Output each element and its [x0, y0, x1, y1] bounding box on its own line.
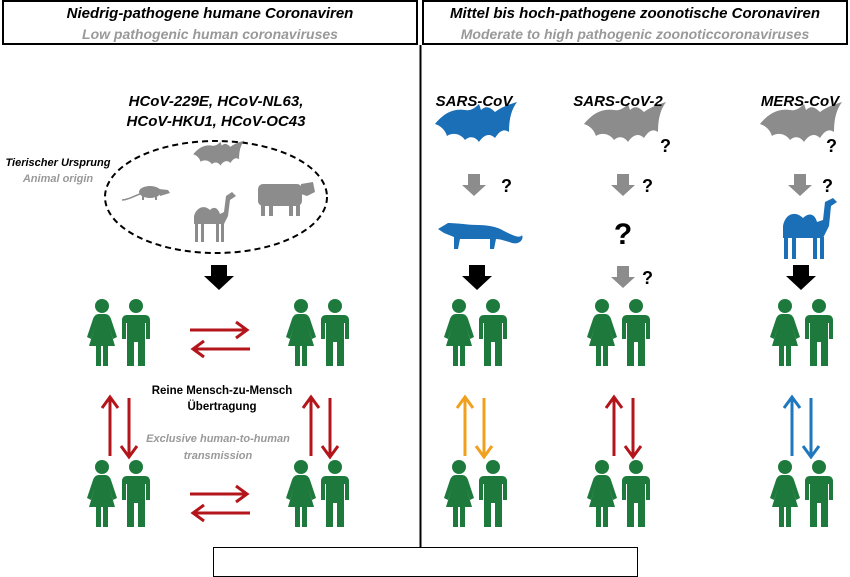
cow-icon	[258, 182, 315, 216]
question-mark-mers-bat: ?	[826, 136, 837, 156]
arrow-down-mers	[801, 398, 821, 460]
arrow-down-left	[119, 398, 139, 460]
header-right-english: Moderate to high pathogenic zoonoticcoro…	[460, 26, 810, 42]
arrow-up-right	[301, 394, 321, 456]
human-pair-top-right	[286, 299, 349, 366]
down-arrow-mers-2	[786, 265, 816, 290]
arrow-right-top	[190, 320, 250, 340]
transmission-de-1: Reine Mensch-zu-Mensch	[152, 385, 293, 397]
human-pair-sars2-top	[587, 299, 650, 366]
question-mark-sars2-host: ?	[614, 218, 632, 251]
human-pair-sars2-bottom	[587, 460, 650, 527]
animal-origin-en: Animal origin	[22, 173, 94, 185]
camel-icon-mers	[783, 198, 837, 259]
arrow-left-top	[190, 339, 250, 359]
arrow-down-right	[320, 398, 340, 460]
arrow-up-left	[100, 394, 120, 456]
camel-icon-origin	[194, 192, 236, 242]
header-right: Mittel bis hoch-pathogene zoonotische Co…	[422, 0, 848, 45]
down-arrow-sars2-2	[611, 266, 635, 288]
civet-icon	[438, 223, 523, 249]
rat-icon	[121, 186, 170, 201]
arrow-down-sars2	[623, 398, 643, 460]
hcov-line1: HCoV-229E, HCoV-NL63,	[129, 93, 304, 110]
label-sars-cov: SARS-CoV	[436, 93, 515, 110]
header-left-english: Low pathogenic human coronaviruses	[82, 26, 338, 42]
arrow-up-sars	[455, 394, 475, 456]
arrow-down-sars	[474, 398, 494, 460]
arrow-up-mers	[782, 394, 802, 456]
down-arrow-sars2-1	[611, 174, 635, 196]
label-mers-cov: MERS-CoV	[761, 93, 841, 110]
hcov-line2: HCoV-HKU1, HCoV-OC43	[127, 113, 307, 130]
human-pair-sars-bottom	[444, 460, 507, 527]
header-left-german: Niedrig-pathogene humane Coronaviren	[66, 5, 354, 22]
question-mark-sars-1: ?	[501, 176, 512, 196]
animal-origin-ellipse	[104, 140, 328, 254]
animal-origin-de: Tierischer Ursprung	[6, 157, 111, 169]
header-left: Niedrig-pathogene humane Coronaviren Low…	[2, 0, 418, 45]
label-sars-cov-2: SARS-CoV-2	[573, 93, 663, 110]
human-pair-mers-bottom	[770, 460, 833, 527]
arrow-up-sars2	[604, 394, 624, 456]
header-right-german: Mittel bis hoch-pathogene zoonotische Co…	[449, 5, 821, 22]
human-pair-mers-top	[770, 299, 833, 366]
question-mark-sars2-1: ?	[642, 176, 653, 196]
question-mark-sars2-2: ?	[642, 268, 653, 288]
transmission-de-2: Übertragung	[188, 400, 257, 413]
human-pair-bottom-left	[87, 460, 150, 527]
transmission-en-1: Exclusive human-to-human	[146, 433, 290, 445]
bat-icon-origin	[193, 140, 245, 166]
human-pair-sars-top	[444, 299, 507, 366]
question-mark-mers-1: ?	[822, 176, 833, 196]
arrow-right-bottom	[190, 484, 250, 504]
down-arrow-sars-2	[462, 265, 492, 290]
bottom-legend-box	[213, 547, 638, 577]
human-pair-bottom-right	[286, 460, 349, 527]
arrow-left-bottom	[190, 503, 250, 523]
transmission-en-2: transmission	[184, 450, 253, 462]
down-arrow-mers-1	[788, 174, 812, 196]
down-arrow-sars-1	[462, 174, 486, 196]
question-mark-sars2-bat: ?	[660, 136, 671, 156]
human-pair-top-left	[87, 299, 150, 366]
down-arrow-left	[204, 265, 234, 290]
